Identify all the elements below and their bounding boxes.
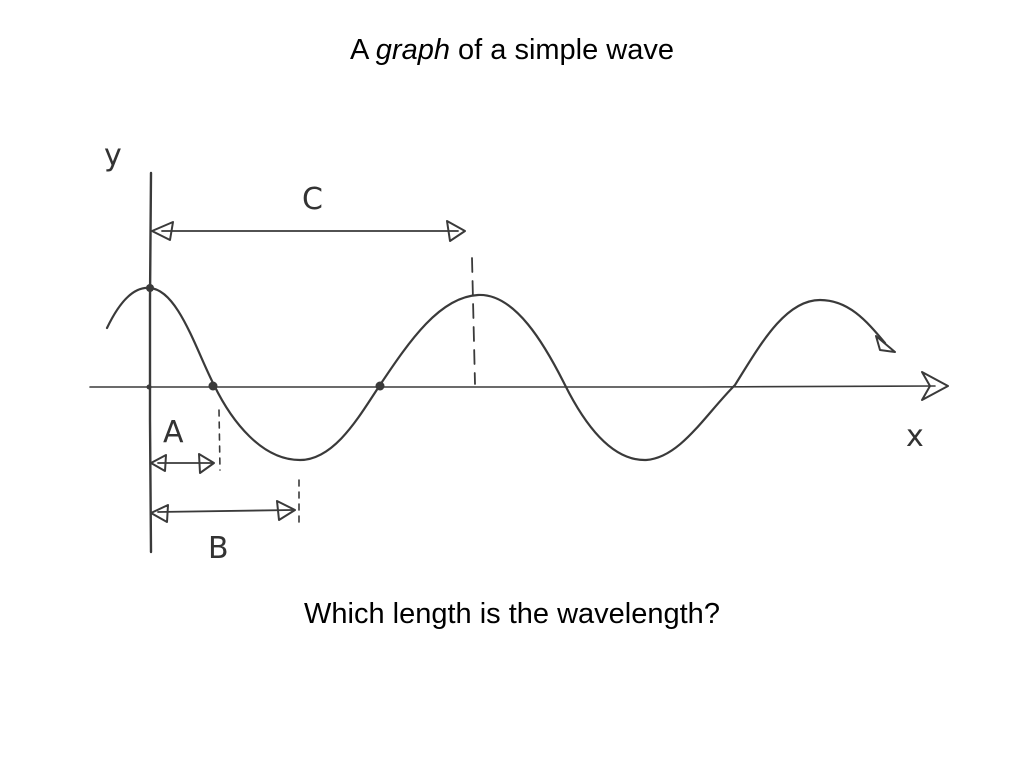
label-a: A [163, 415, 184, 450]
title-prefix: A [349, 34, 376, 66]
length-b-arrow [150, 500, 296, 523]
x-axis-label: x [906, 419, 924, 454]
title-suffix: of a simple wave [449, 34, 675, 66]
wave-arrowhead [875, 335, 896, 353]
y-axis [148, 171, 153, 554]
guide-a [218, 409, 221, 471]
length-c-arrow [151, 220, 466, 242]
label-c: C [302, 182, 323, 217]
origin-point [146, 384, 152, 390]
crest-point [146, 284, 154, 292]
label-b: B [208, 531, 229, 566]
slide-title: A graph of a simple wave [0, 34, 1024, 67]
x-axis-arrowhead [921, 371, 949, 401]
x-axis [89, 385, 936, 388]
title-emphasis: graph [375, 34, 450, 66]
length-a-arrow [150, 453, 215, 474]
wave-curve [105, 286, 887, 462]
question-text: Which length is the wavelength? [304, 598, 720, 630]
zero-crossing-point-1 [208, 381, 218, 391]
guide-c [471, 257, 476, 385]
zero-crossing-point-2 [375, 381, 385, 391]
y-axis-label: y [104, 138, 122, 173]
